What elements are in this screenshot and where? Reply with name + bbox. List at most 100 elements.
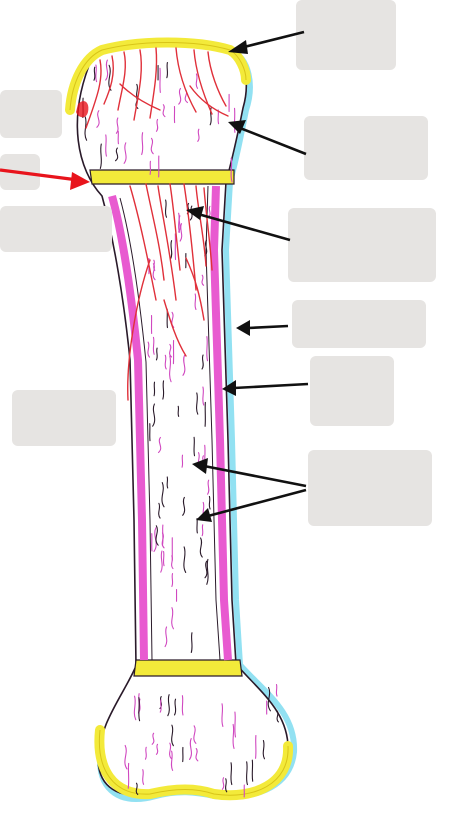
spongy-trabecula	[225, 778, 228, 793]
spongy-trabecula	[181, 454, 184, 468]
spongy-trabecula	[153, 259, 156, 271]
spongy-trabecula	[164, 626, 168, 648]
compact-bone-left	[108, 194, 148, 661]
spongy-trabecula	[123, 142, 127, 164]
spongy-trabecula	[230, 157, 233, 183]
spongy-trabecula	[199, 537, 203, 558]
spongy-trabecula	[115, 117, 119, 134]
spongy-trabecula	[138, 697, 141, 722]
spongy-trabecula	[153, 381, 156, 397]
spongy-trabecula	[276, 710, 279, 723]
spongy-trabecula	[178, 212, 181, 233]
arrow-medullary-cavity-lower	[196, 488, 307, 522]
spongy-trabecula	[193, 436, 196, 457]
spongy-trabecula	[190, 632, 193, 654]
red-mark	[76, 101, 89, 118]
spongy-trabecula	[162, 380, 165, 400]
spongy-trabecula	[169, 343, 173, 358]
label-box-spongy-bone	[304, 116, 428, 180]
spongy-trabecula	[157, 436, 162, 454]
epiphyseal-line-distal	[133, 659, 243, 677]
spongy-trabecula	[171, 573, 174, 588]
compact-bone-right	[209, 185, 232, 661]
label-box-compact-bone	[310, 356, 394, 426]
spongy-trabecula	[208, 495, 211, 510]
spongy-trabecula	[133, 695, 137, 721]
spongy-trabecula	[221, 777, 225, 790]
spongy-trabecula	[151, 732, 155, 745]
spongy-trabecula	[155, 347, 158, 361]
spongy-trabecula	[141, 132, 144, 156]
spongy-trabecula	[206, 558, 209, 585]
spongy-trabecula	[150, 137, 154, 155]
spongy-trabecula	[159, 699, 162, 713]
red-arrow	[0, 168, 90, 190]
spongy-trabecula	[84, 116, 88, 141]
spongy-trabecula	[144, 746, 147, 760]
blood-vessels	[85, 47, 229, 401]
spongy-trabecula	[230, 762, 233, 786]
epiphyseal-line-proximal	[89, 169, 235, 185]
spongy-trabecula	[167, 694, 170, 717]
spongy-trabecula	[99, 143, 102, 169]
spongy-trabecula	[201, 354, 204, 370]
spongy-bone	[82, 59, 279, 798]
spongy-trabecula	[209, 107, 212, 126]
spongy-trabecula	[142, 769, 145, 785]
spongy-trabecula	[152, 336, 155, 355]
spongy-trabecula	[155, 118, 159, 132]
spongy-trabecula	[194, 293, 197, 311]
spongy-trabecula	[183, 546, 187, 573]
spongy-trabecula	[171, 555, 174, 570]
spongy-trabecula	[155, 525, 159, 546]
spongy-trabecula	[177, 405, 180, 417]
spongy-trabecula	[105, 134, 107, 157]
label-box-epiphyseal-line	[288, 208, 436, 282]
spongy-trabecula	[232, 723, 235, 749]
arrow-medullary-cavity-upper	[192, 458, 307, 488]
label-box-periosteum	[292, 300, 426, 348]
spongy-trabecula	[171, 724, 174, 747]
spongy-trabecula	[234, 711, 237, 738]
label-box-diaphysis	[0, 206, 112, 252]
arrow-articular-cartilage	[228, 30, 305, 54]
spongy-trabecula	[160, 550, 163, 573]
spongy-trabecula	[196, 392, 199, 415]
spongy-trabecula	[171, 607, 174, 630]
spongy-trabecula	[169, 742, 172, 760]
spongy-trabecula	[95, 64, 98, 83]
spongy-trabecula	[267, 686, 271, 712]
label-box-articular-cartilage	[296, 0, 396, 70]
spongy-trabecula	[262, 739, 266, 760]
spongy-trabecula	[169, 355, 172, 383]
spongy-trabecula	[195, 73, 199, 89]
spongy-trabecula	[158, 502, 161, 519]
spongy-trabecula	[114, 147, 119, 162]
spongy-trabecula	[178, 87, 182, 105]
arrow-epiphyseal-line	[186, 206, 291, 242]
spongy-trabecula	[93, 66, 96, 81]
spongy-trabecula	[166, 62, 169, 79]
spongy-trabecula	[124, 744, 128, 770]
spongy-trabecula	[195, 747, 199, 762]
label-box-epiphysis	[0, 90, 62, 138]
spongy-trabecula	[181, 695, 184, 716]
spongy-trabecula	[162, 104, 166, 118]
spongy-trabecula	[164, 199, 168, 218]
spongy-trabecula	[275, 683, 278, 697]
spongy-trabecula	[162, 551, 165, 567]
arrow-periosteum	[236, 320, 289, 336]
spongy-trabecula	[96, 110, 100, 128]
spongy-trabecula	[221, 703, 224, 727]
spongy-trabecula	[170, 750, 174, 771]
spongy-trabecula	[161, 482, 165, 508]
spongy-trabecula	[169, 240, 173, 260]
spongy-trabecula	[166, 476, 169, 489]
spongy-trabecula	[105, 59, 109, 81]
spongy-trabecula	[201, 274, 205, 286]
spongy-trabecula	[197, 128, 200, 142]
spongy-trabecula	[201, 524, 204, 537]
spongy-trabecula	[204, 560, 208, 579]
spongy-trabecula	[206, 336, 209, 362]
